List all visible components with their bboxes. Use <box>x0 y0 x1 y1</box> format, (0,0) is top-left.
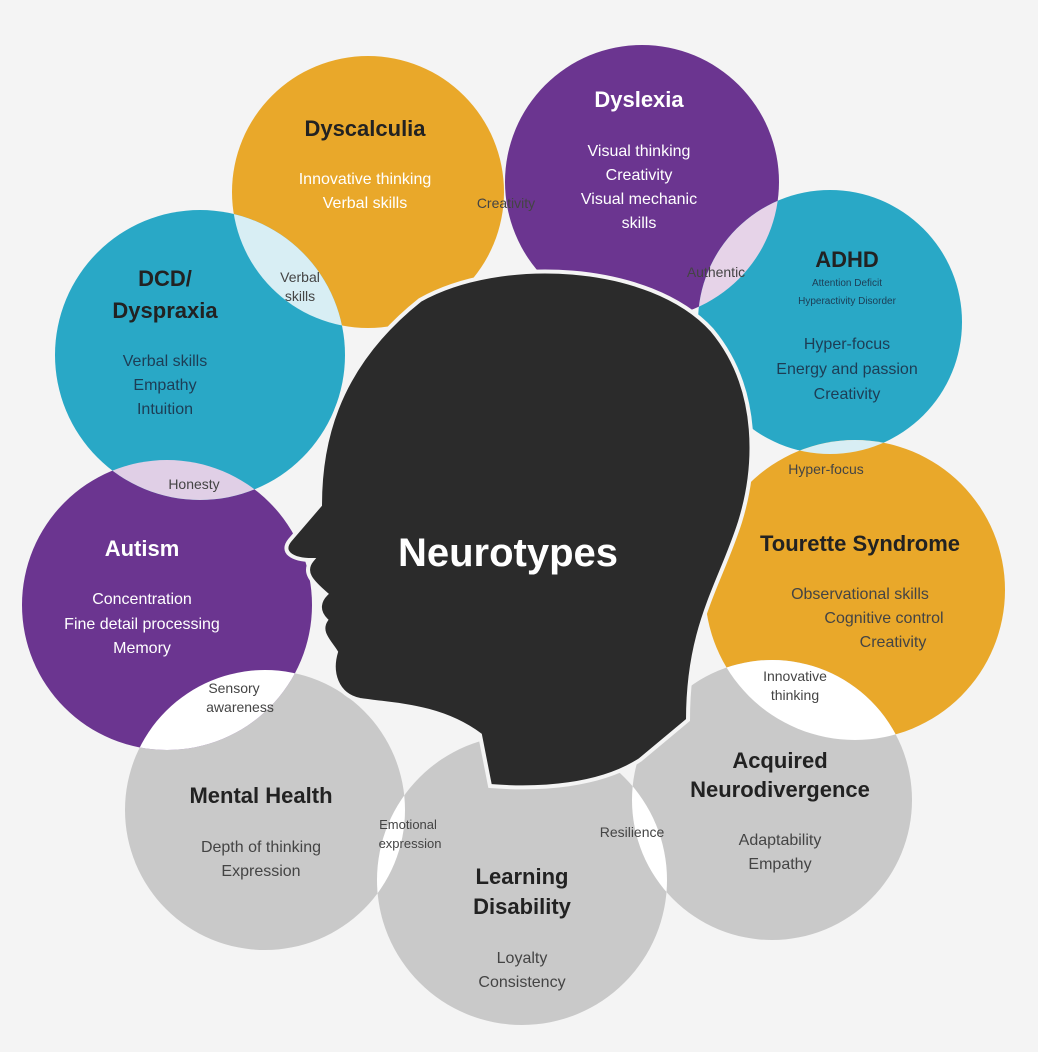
lens-verbal-skills <box>232 210 345 328</box>
dyslexia-title: Dyslexia <box>594 87 684 112</box>
overlap-verbal-skills: skills <box>285 288 315 304</box>
overlap-hyper-focus: Hyper-focus <box>788 461 863 477</box>
trait: Observational skills <box>791 586 929 603</box>
trait: Empathy <box>748 856 811 873</box>
tourette-title: Tourette Syndrome <box>760 531 960 556</box>
dyscalculia-title: Dyscalculia <box>304 116 426 141</box>
trait: Loyalty <box>497 950 548 967</box>
trait: Consistency <box>478 974 565 991</box>
trait: Depth of thinking <box>201 839 321 856</box>
circle-learning <box>377 735 667 1025</box>
trait: Visual thinking <box>588 143 691 160</box>
overlap-verbal-skills: Verbal <box>280 269 320 285</box>
adhd-subtitle: Attention Deficit <box>812 278 882 289</box>
mental-health-title: Mental Health <box>189 783 332 808</box>
circle-adhd <box>698 190 962 454</box>
overlap-emotional-expression: expression <box>379 836 442 851</box>
learning-title: Disability <box>473 894 572 919</box>
trait: Memory <box>113 640 171 657</box>
trait: Empathy <box>133 377 196 394</box>
overlap-sensory-awareness: Sensory <box>208 680 259 696</box>
trait: Creativity <box>606 167 673 184</box>
lens-innovative <box>705 660 912 740</box>
learning-title: Learning <box>476 864 569 889</box>
circle-dyslexia <box>505 45 779 319</box>
trait: Verbal skills <box>123 353 207 370</box>
adhd-subtitle: Hyperactivity Disorder <box>798 296 896 307</box>
overlap-emotional-expression: Emotional <box>379 817 437 832</box>
trait: Creativity <box>860 634 927 651</box>
trait: Intuition <box>137 401 193 418</box>
overlap-sensory-awareness: awareness <box>206 699 274 715</box>
trait: Adaptability <box>739 832 822 849</box>
trait: skills <box>622 215 657 232</box>
head-silhouette-icon <box>284 269 754 790</box>
trait: Fine detail processing <box>64 616 220 633</box>
dcd-title: Dyspraxia <box>112 298 218 323</box>
lens-sensory <box>125 670 312 750</box>
trait: Innovative thinking <box>299 171 432 188</box>
acquired-title: Acquired <box>732 748 827 773</box>
trait: Visual mechanic <box>581 191 697 208</box>
overlap-innovative-thinking: thinking <box>771 687 819 703</box>
trait: Expression <box>221 863 300 880</box>
overlap-creativity: Creativity <box>477 195 535 211</box>
overlap-authentic: Authentic <box>687 264 745 280</box>
overlap-honesty: Honesty <box>168 476 219 492</box>
acquired-title: Neurodivergence <box>690 777 870 802</box>
trait: Verbal skills <box>323 195 407 212</box>
overlap-resilience: Resilience <box>600 824 665 840</box>
overlap-innovative-thinking: Innovative <box>763 668 827 684</box>
dcd-title: DCD/ <box>138 266 192 291</box>
trait: Energy and passion <box>776 361 917 378</box>
adhd-title: ADHD <box>815 247 879 272</box>
trait: Concentration <box>92 591 192 608</box>
trait: Creativity <box>814 386 881 403</box>
trait: Cognitive control <box>824 610 943 627</box>
trait: Hyper-focus <box>804 336 890 353</box>
main-title: Neurotypes <box>398 531 618 575</box>
autism-title: Autism <box>105 536 180 561</box>
